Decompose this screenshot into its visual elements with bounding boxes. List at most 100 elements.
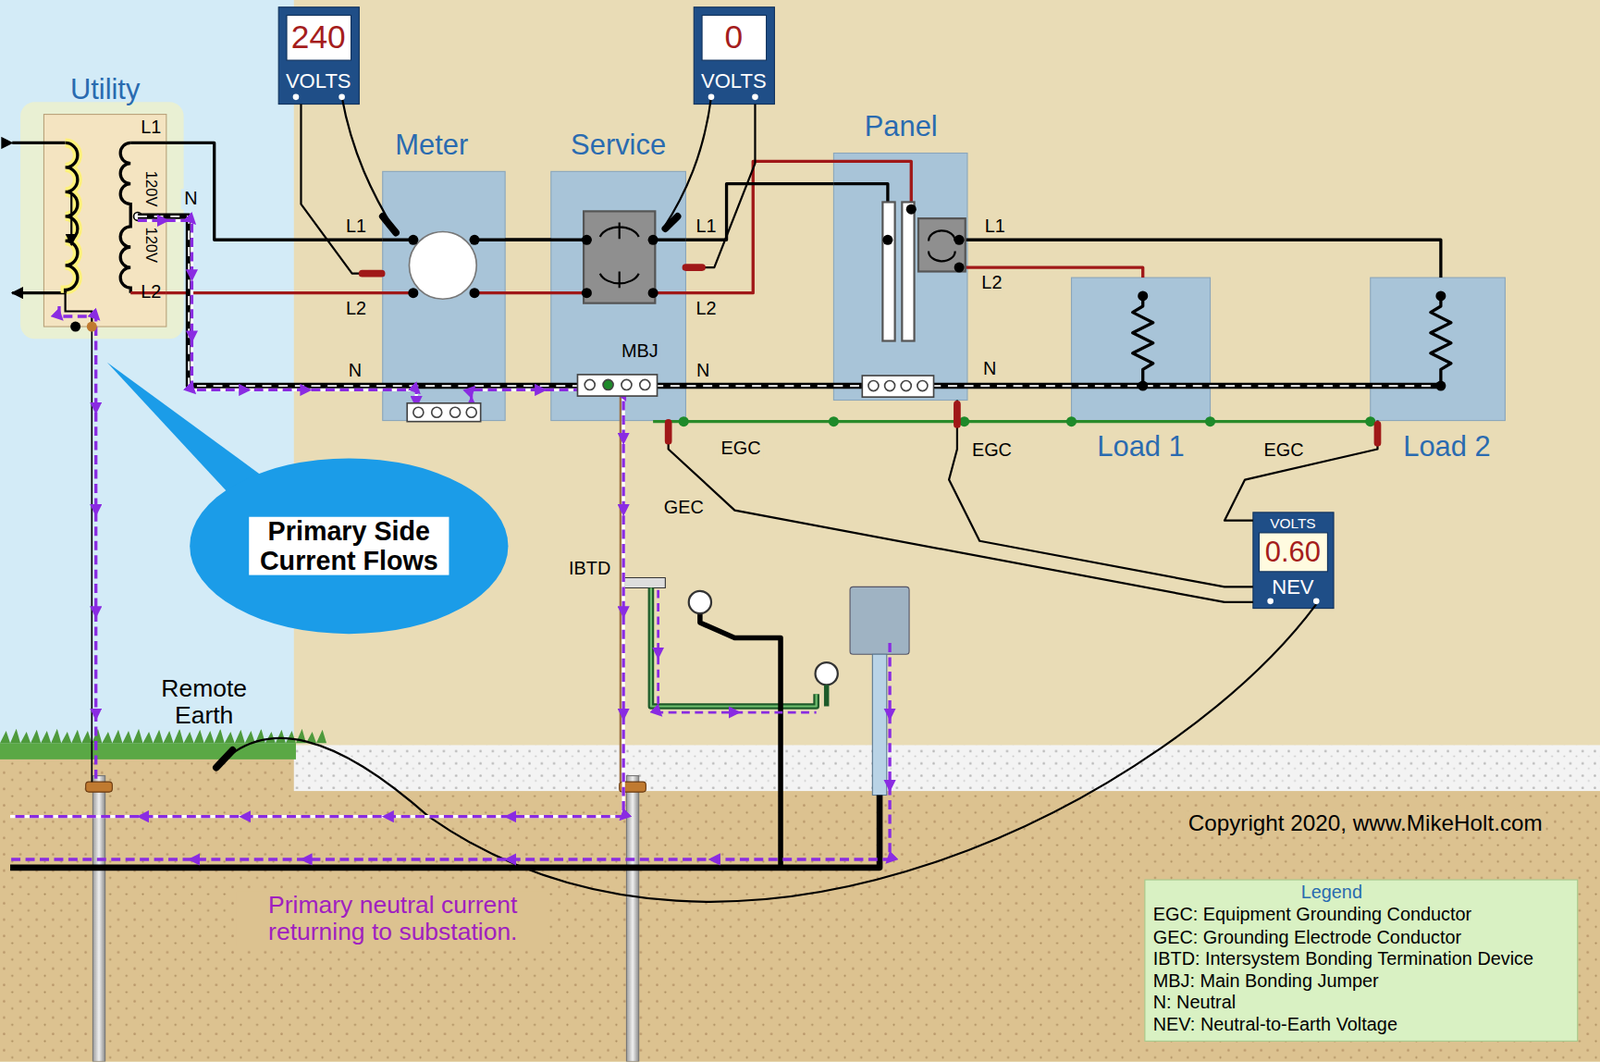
terminals xyxy=(338,94,345,101)
breakers xyxy=(928,230,956,261)
terminals xyxy=(1435,381,1446,392)
transformer-coils xyxy=(120,142,131,293)
enclosure-box: Load 1 xyxy=(1070,277,1210,420)
neutral-bars xyxy=(584,379,595,390)
bonding-piping xyxy=(689,590,712,614)
bonding-piping xyxy=(700,603,781,868)
terminals xyxy=(1137,381,1148,392)
current-paths xyxy=(59,306,97,782)
node-text: VOLTS xyxy=(285,69,352,92)
neutral-bars xyxy=(413,406,424,418)
terminals xyxy=(1137,290,1148,301)
enclosure-fills xyxy=(1144,879,1578,1041)
circuit-wires xyxy=(166,160,911,293)
circuit-wires xyxy=(619,393,622,782)
terminals xyxy=(469,287,480,298)
label: EGC xyxy=(717,439,764,460)
node-text: NEV xyxy=(1271,575,1314,598)
terminals xyxy=(407,234,419,246)
neutral-bars xyxy=(900,381,911,392)
bonding-piping xyxy=(872,653,887,795)
neutral-bars xyxy=(466,406,477,418)
probe-tips xyxy=(216,750,234,768)
transformer-coils xyxy=(12,141,65,145)
bonding-piping xyxy=(624,577,665,588)
terminals xyxy=(70,321,81,333)
enclosure-box: 240VOLTS xyxy=(278,7,359,105)
ground-rods xyxy=(626,775,639,1062)
label: N xyxy=(980,358,1000,380)
ground-rods xyxy=(86,781,113,792)
terminals xyxy=(708,94,715,101)
callout-bubble: Primary Side Current Flows xyxy=(188,456,509,635)
enclosure-box: Meter xyxy=(382,171,505,420)
breakers xyxy=(583,201,966,341)
neutral-bars xyxy=(885,381,896,392)
circuit-wires xyxy=(91,97,1452,902)
node-text: Load 2 xyxy=(1403,430,1490,463)
enclosure-fills xyxy=(286,15,352,62)
terminals xyxy=(882,234,893,246)
probe-tips xyxy=(362,270,382,278)
meter-dial xyxy=(408,231,477,299)
transformer-coils xyxy=(65,142,78,293)
background xyxy=(0,754,1600,1061)
legend-entry: MBJ: Main Bonding Jumper xyxy=(1153,971,1379,992)
bonding-piping xyxy=(849,586,910,654)
enclosure-box: 0VOLTS xyxy=(693,7,775,105)
bonding-piping xyxy=(10,794,880,867)
circuit-wires xyxy=(90,326,93,782)
enclosure-fills xyxy=(20,7,1578,1042)
current-paths xyxy=(10,220,624,816)
bonding-piping xyxy=(651,588,817,707)
circuit-wires xyxy=(663,97,712,229)
neutral-bars xyxy=(406,403,480,422)
ground-rods xyxy=(92,775,105,1062)
current-paths xyxy=(10,642,890,860)
label: L2 xyxy=(978,273,1006,295)
label: Copyright 2020, www.MikeHolt.com xyxy=(1184,811,1546,837)
terminals xyxy=(293,94,300,101)
node-text: VOLTS xyxy=(1269,516,1317,532)
ground-rods xyxy=(86,775,647,1062)
label: L1 xyxy=(981,216,1009,237)
transformer-coils xyxy=(12,291,65,295)
terminals xyxy=(407,287,419,298)
neutral-bars xyxy=(621,379,632,390)
legend-entry: NEV: Neutral-to-Earth Voltage xyxy=(1153,1014,1398,1035)
wire xyxy=(948,400,1254,588)
enclosure-box: Service xyxy=(551,171,687,420)
terminals xyxy=(906,204,917,215)
node-text: Service xyxy=(570,130,666,162)
terminals xyxy=(469,234,480,246)
bonding-piping xyxy=(824,684,830,706)
circuit-wires xyxy=(1430,295,1452,386)
terminals xyxy=(954,262,965,273)
enclosure-box: Panel xyxy=(833,152,968,400)
probe-tips xyxy=(685,263,702,271)
terminals xyxy=(581,234,592,246)
node-text: Utility xyxy=(70,73,141,106)
transformer-coils xyxy=(70,194,73,246)
terminals xyxy=(1435,290,1446,301)
label: L2 xyxy=(692,298,720,320)
bubble-shape xyxy=(189,457,508,634)
background xyxy=(294,0,1600,751)
wire xyxy=(300,104,382,274)
enclosure-fills xyxy=(1258,532,1328,572)
current-paths xyxy=(658,590,817,713)
transformer-coils xyxy=(130,141,167,145)
node-text: VOLTS xyxy=(701,69,767,92)
label: Legend xyxy=(1297,882,1366,903)
legend-entry: EGC: Equipment Grounding Conductor xyxy=(1153,905,1472,926)
label: MBJ xyxy=(618,342,662,363)
breakers xyxy=(600,222,640,289)
meter-dial xyxy=(408,231,477,299)
enclosure-fills xyxy=(693,7,775,105)
wire xyxy=(504,238,552,242)
breakers xyxy=(882,201,895,341)
label: EGC xyxy=(969,441,1016,462)
circuit-wires xyxy=(216,603,1317,902)
transformer-coils xyxy=(65,142,78,293)
label: L2 xyxy=(343,298,370,320)
